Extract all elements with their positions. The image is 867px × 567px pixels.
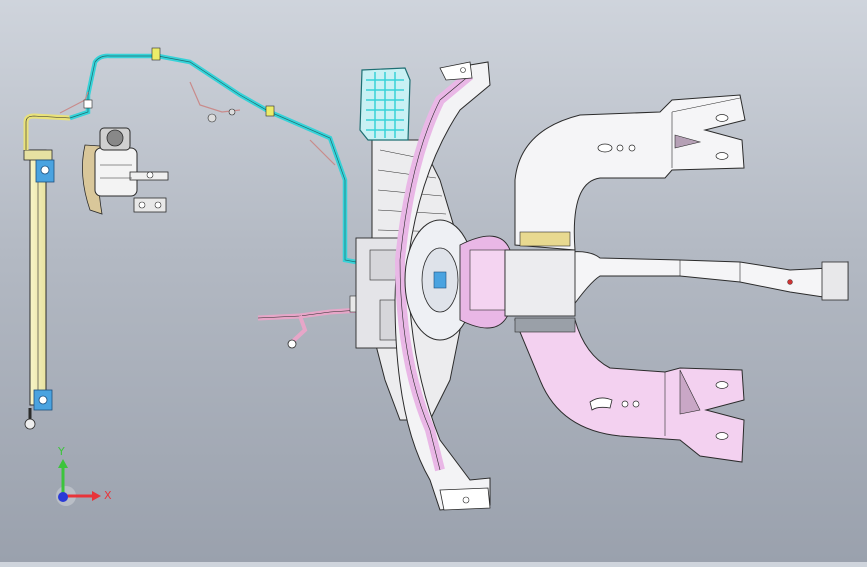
upper-vent-duct[interactable] xyxy=(514,94,746,251)
y-axis-label: Y xyxy=(57,445,65,458)
lower-vent-duct[interactable] xyxy=(514,317,745,463)
condenser[interactable] xyxy=(23,113,71,430)
z-axis-dot xyxy=(58,492,68,502)
compressor[interactable] xyxy=(82,127,169,215)
defrost-duct[interactable] xyxy=(394,61,491,511)
drain-hose xyxy=(257,295,361,349)
refrigerant-pipes xyxy=(59,47,357,265)
coordinate-triad: X Y xyxy=(56,445,112,506)
center-vent-duct[interactable] xyxy=(504,249,849,317)
evaporator[interactable] xyxy=(359,67,411,141)
x-axis-label: X xyxy=(104,489,112,502)
blower[interactable] xyxy=(404,219,511,341)
